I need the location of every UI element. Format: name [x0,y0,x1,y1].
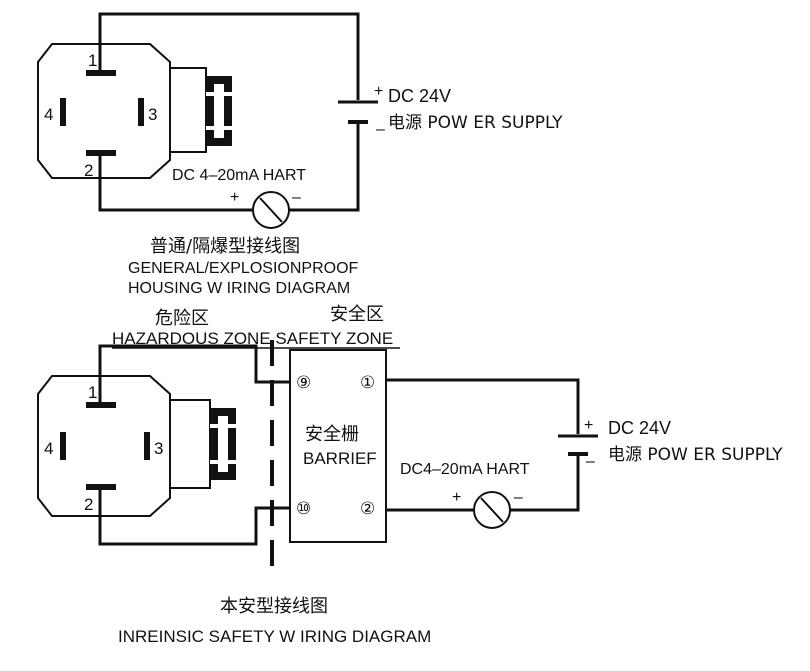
bottom-pin-3-label: 3 [154,439,163,458]
top-supply-label: DC 24V [388,86,451,106]
top-pin-1-label: 1 [88,51,97,70]
bottom-supply-minus: – [586,453,595,470]
bottom-pin-1-bar [86,402,116,408]
top-meter-minus: – [292,189,301,206]
top-pin-3-label: 3 [148,105,157,124]
bottom-meter-minus: – [514,489,523,506]
top-meter-circle [252,191,290,229]
bottom-connector-block [169,399,211,489]
bottom-pin-2-label: 2 [84,495,93,514]
bottom-supply-plus: + [584,417,593,434]
bottom-supply-label: DC 24V [608,418,671,438]
barrier-terminal-2: ② [360,499,375,519]
bottom-pin-4-bar [60,432,66,460]
barrier-terminal-9: ⑨ [296,373,311,393]
barrier-en: BARRIEF [303,449,377,468]
top-caption-cn: 普通/隔爆型接线图 [150,236,300,257]
bottom-pin-3-bar [144,432,150,460]
bottom-device-housing [37,375,171,517]
bottom-caption-en: INREINSIC SAFETY W IRING DIAGRAM [118,627,431,646]
bottom-meter-needle [480,497,504,523]
top-supply-plus: + [374,83,383,100]
top-meter-needle [259,197,283,223]
top-diagram: 1 2 4 3 + – DC 24V 电源 POW ER SUPPLY + – … [37,12,563,297]
top-pin-4-bar [60,98,66,126]
top-meter-plus: + [230,189,239,206]
top-pin-2-label: 2 [84,161,93,180]
top-caption-en-1: GENERAL/EXPLOSIONPROOF [128,260,359,277]
bottom-wire-negative [98,490,290,546]
barrier-cn: 安全栅 [305,424,359,445]
bottom-diagram: 危险区 安全区 HAZARDOUS ZONE SAFETY ZONE 1 2 4… [37,304,783,646]
top-caption-en-2: HOUSING W IRING DIAGRAM [128,280,350,297]
hazard-zone-cn: 危险区 [155,308,209,329]
bottom-wire-positive [98,344,290,402]
top-connector-block [169,67,207,153]
top-wire-negative [98,124,360,212]
top-pin-2-bar [86,150,116,156]
bottom-wire-supply-negative [386,454,580,512]
bottom-pin-1-label: 1 [88,383,97,402]
top-wire-positive [98,12,360,100]
top-device-housing [37,43,171,179]
top-signal-label: DC 4–20mA HART [172,167,306,184]
top-supply-label-2: 电源 POW ER SUPPLY [388,113,563,133]
bottom-pin-2-bar [86,484,116,490]
bottom-supply-label-2: 电源 POW ER SUPPLY [608,445,783,465]
zone-label-en: HAZARDOUS ZONE SAFETY ZONE [112,329,393,348]
barrier-terminal-1: ① [360,373,375,393]
bottom-caption-cn: 本安型接线图 [220,596,328,617]
barrier-terminal-10: ⑩ [296,499,311,519]
top-pin-1-bar [86,70,116,76]
top-pin-3-bar [138,98,144,126]
bottom-wire-supply-positive [386,378,580,434]
safe-zone-cn: 安全区 [330,304,384,325]
bottom-meter-plus: + [452,489,461,506]
bottom-pin-4-label: 4 [44,439,53,458]
top-pin-4-label: 4 [44,105,53,124]
bottom-meter-circle [473,491,511,529]
top-supply-minus: – [376,121,385,138]
bottom-signal-label: DC4–20mA HART [400,461,530,478]
barrier-box [289,349,387,543]
